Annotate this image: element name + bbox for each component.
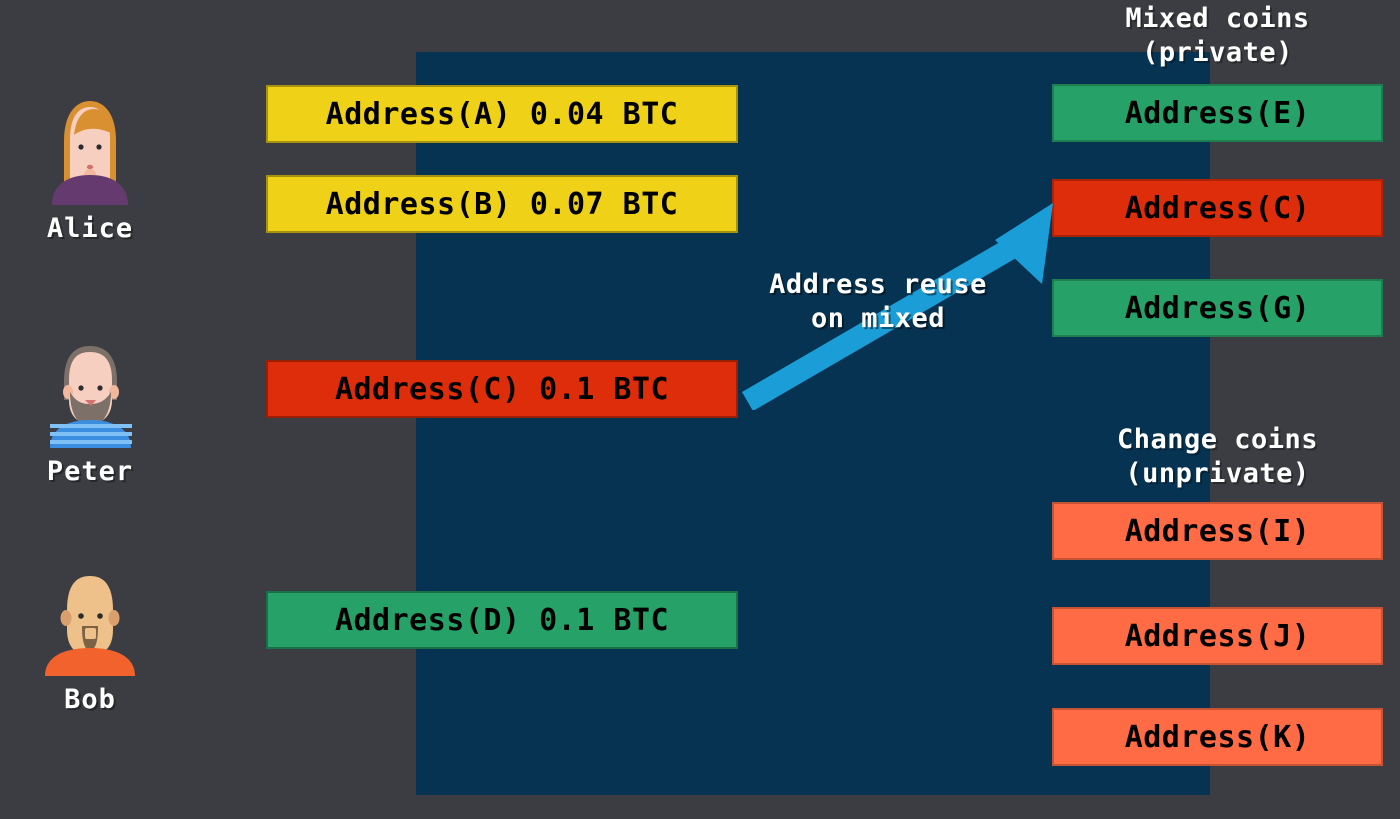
mixed-address-box-g[interactable]: Address(G): [1052, 279, 1383, 337]
input-address-box-a[interactable]: Address(A) 0.04 BTC: [266, 85, 738, 143]
mixed-coins-heading-line2: (private): [1142, 37, 1293, 69]
person-name-bob: Bob: [64, 684, 116, 715]
address-reuse-label-line2: on mixed: [810, 303, 946, 335]
mixed-coins-heading-line1: Mixed coins: [1125, 3, 1310, 34]
change-coins-heading: Change coins (unprivate): [1052, 423, 1383, 491]
change-coins-heading-line2: (unprivate): [1125, 458, 1310, 490]
address-reuse-label: Address reuse on mixed: [735, 268, 1021, 336]
person-name-alice: Alice: [46, 213, 134, 244]
person-peter: Peter: [0, 338, 180, 487]
address-reuse-arrow-icon: [742, 203, 1053, 410]
input-address-box-d[interactable]: Address(D) 0.1 BTC: [266, 591, 738, 649]
person-bob: Bob: [0, 566, 180, 715]
person-name-peter: Peter: [46, 456, 134, 487]
address-reuse-label-line1: Address reuse: [769, 269, 987, 300]
person-alice: Alice: [0, 95, 180, 244]
change-address-box-j[interactable]: Address(J): [1052, 607, 1383, 665]
change-coins-heading-line1: Change coins: [1116, 424, 1319, 455]
mixed-address-box-e[interactable]: Address(E): [1052, 84, 1383, 142]
woman-long-hair-avatar-icon: [52, 101, 128, 205]
input-address-box-b[interactable]: Address(B) 0.07 BTC: [266, 175, 738, 233]
man-bald-goatee-avatar-icon: [45, 576, 135, 676]
change-address-box-i[interactable]: Address(I): [1052, 502, 1383, 560]
mixed-address-box-c[interactable]: Address(C): [1052, 179, 1383, 237]
man-bearded-avatar-icon: [49, 346, 132, 448]
change-address-box-k[interactable]: Address(K): [1052, 708, 1383, 766]
input-address-box-c[interactable]: Address(C) 0.1 BTC: [266, 360, 738, 418]
mixed-coins-heading: Mixed coins (private): [1052, 2, 1383, 70]
